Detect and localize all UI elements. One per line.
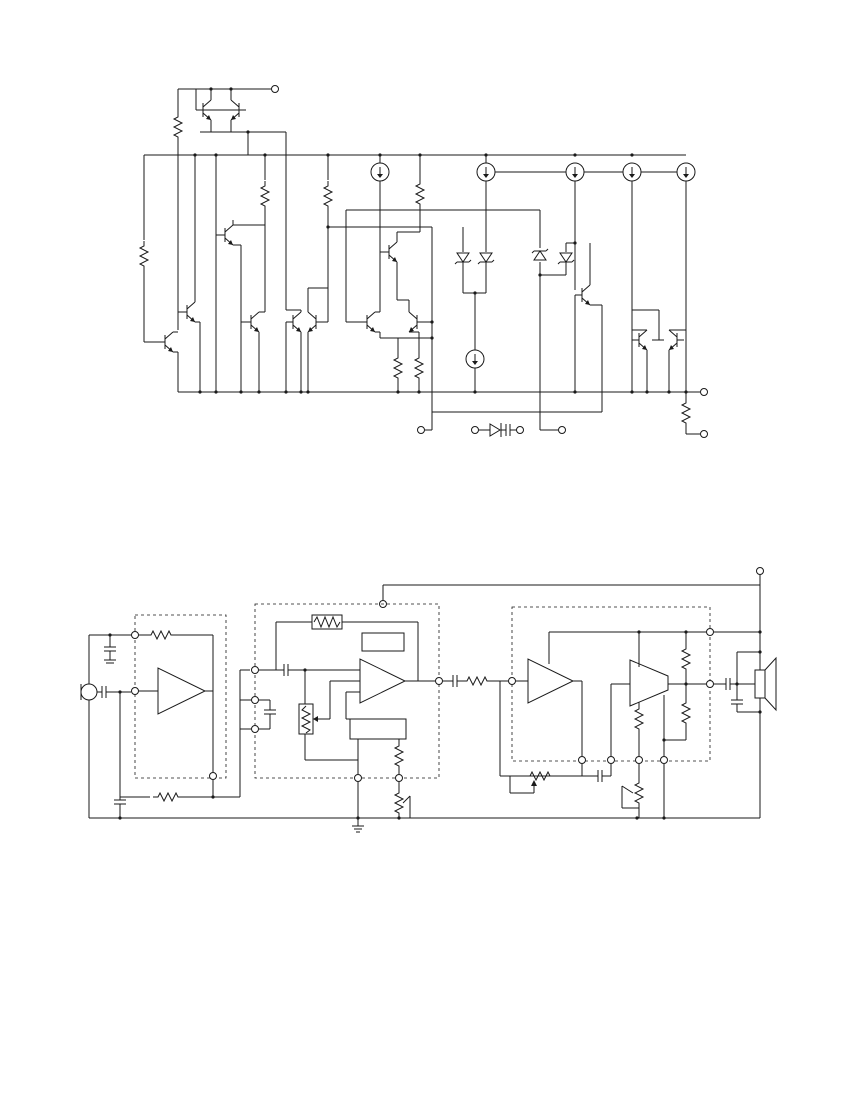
bias-resistor-top [173,111,183,143]
agc-amplifier [359,658,407,704]
driver-amplifier [527,658,575,704]
current-source-6 [676,162,696,182]
current-source-3 [465,349,485,369]
current-source-4 [565,162,585,182]
speaker-icon [754,669,766,699]
left-rail-resistor [139,240,149,272]
current-source-2 [476,162,496,182]
diode-3 [531,248,549,261]
terminal-b [558,426,566,434]
output-terminal [700,388,708,396]
current-source-1 [370,162,390,182]
block-diagram [80,567,777,833]
microphone-icon [80,683,98,701]
terminal-a [417,426,425,434]
transistor-schematic [139,85,708,438]
current-source-5 [622,162,642,182]
ground-terminal [700,430,708,438]
detector-box [361,632,405,652]
control-box [349,718,407,740]
agc-block [254,603,440,779]
output-amplifier [629,659,669,707]
preamp-block [134,614,227,779]
input-transistor [157,331,174,353]
load-resistor [681,397,691,429]
supply-terminal-2 [756,567,764,575]
supply-terminal [271,85,279,93]
preamp-amplifier [157,667,207,715]
